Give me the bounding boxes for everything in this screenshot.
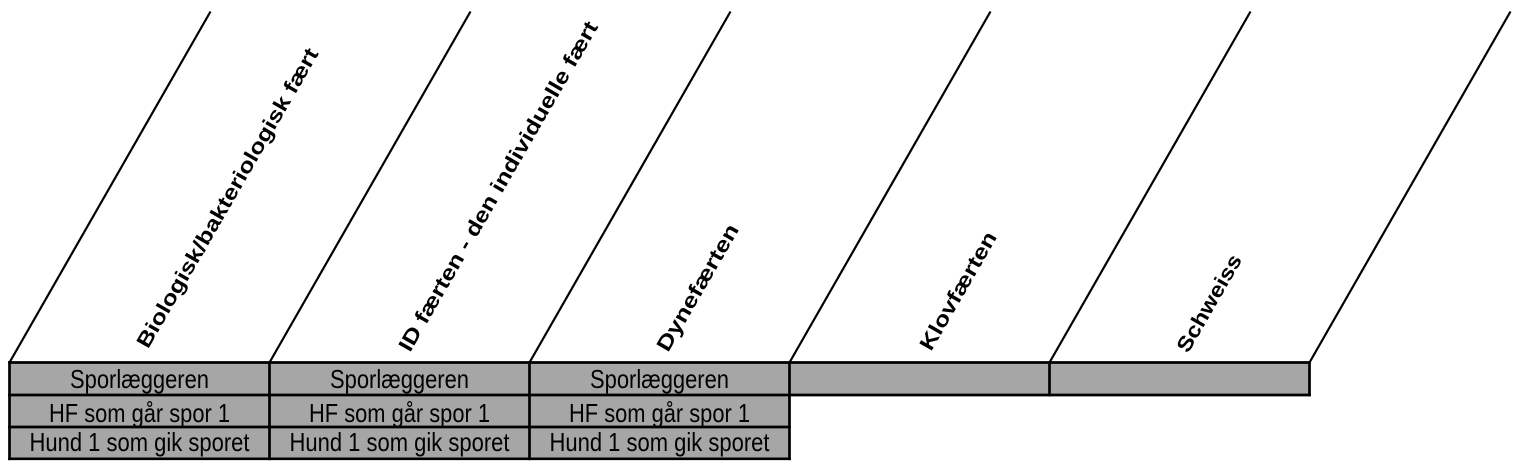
svg-text:Hund 1 som gik sporet: Hund 1 som gik sporet [290, 427, 511, 457]
svg-text:Hund 1 som gik sporet: Hund 1 som gik sporet [550, 427, 771, 457]
svg-text:HF som går spor 1: HF som går spor 1 [569, 398, 750, 428]
svg-text:Sporlæggeren: Sporlæggeren [330, 364, 469, 394]
svg-text:HF som går spor 1: HF som går spor 1 [49, 398, 230, 428]
svg-text:Sporlæggeren: Sporlæggeren [590, 364, 729, 394]
svg-text:Sporlæggeren: Sporlæggeren [70, 364, 209, 394]
svg-text:Hund 1 som gik sporet: Hund 1 som gik sporet [30, 427, 251, 457]
svg-text:HF som går spor 1: HF som går spor 1 [309, 398, 490, 428]
